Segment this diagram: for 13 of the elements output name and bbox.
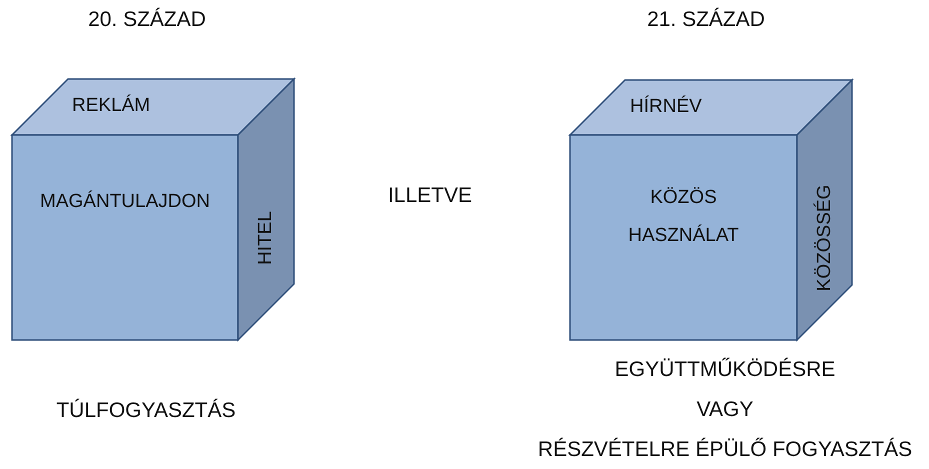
face-label: MAGÁNTULAJDON [39, 190, 211, 214]
face-label: HÍRNÉV [630, 96, 702, 118]
text-label: RÉSZVÉTELRE ÉPÜLŐ FOGYASZTÁS [538, 438, 912, 462]
text-label: EGYÜTTMŰKÖDÉSRE [614, 358, 836, 382]
face-label: KÖZÖS HASZNÁLAT [627, 186, 740, 248]
text-label: VAGY [696, 398, 754, 422]
face-label: KÖZÖSSÉG [814, 184, 836, 291]
face-label: HITEL [255, 210, 277, 264]
face-label: REKLÁM [72, 95, 150, 117]
text-label: TÚLFOGYASZTÁS [56, 399, 236, 423]
heading: 21. SZÁZAD [647, 8, 765, 32]
heading: 20. SZÁZAD [88, 8, 206, 32]
text-label: ILLETVE [388, 184, 472, 208]
